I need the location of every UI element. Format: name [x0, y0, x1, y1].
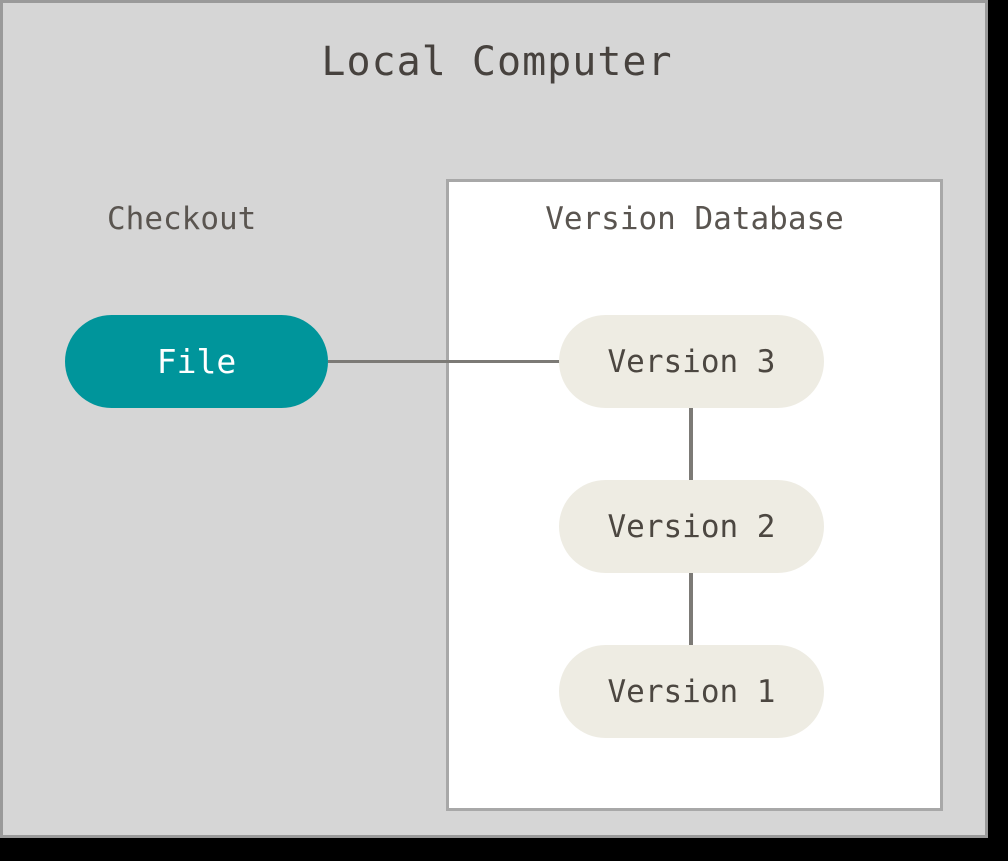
connector-version-3-to-version-2: [689, 403, 693, 489]
connector-file-to-version-3: [328, 360, 563, 363]
node-version-1[interactable]: Version 1: [559, 645, 824, 738]
page-title: Local Computer: [321, 39, 673, 85]
checkout-label: Checkout: [107, 201, 257, 237]
node-version-2[interactable]: Version 2: [559, 480, 824, 573]
node-file[interactable]: File: [65, 315, 328, 408]
connector-version-2-to-version-1: [689, 566, 693, 654]
diagram-canvas: Local Computer Checkout Version Database…: [0, 0, 988, 838]
version-database-title: Version Database: [545, 201, 844, 237]
node-version-3[interactable]: Version 3: [559, 315, 824, 408]
